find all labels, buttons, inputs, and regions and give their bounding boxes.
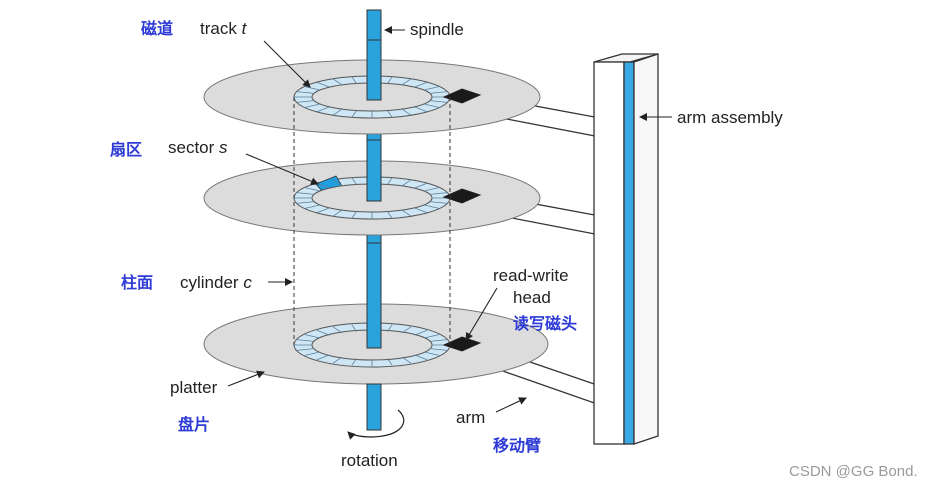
sector-divider [304, 103, 321, 108]
sector-divider [304, 204, 321, 209]
sector-divider [401, 356, 412, 364]
sector-divider [296, 91, 315, 94]
sector-divider [387, 110, 393, 118]
watermark: CSDN @GG Bond. [789, 463, 918, 480]
label-spindle: spindle [410, 20, 464, 39]
leader-lines [227, 26, 672, 413]
label-rotation: rotation [341, 451, 398, 470]
sector-divider [296, 348, 315, 351]
sector-divider [414, 182, 428, 189]
sector-divider [296, 339, 315, 342]
label-platter: platter [170, 378, 218, 397]
platter-middle [203, 139, 541, 236]
sector-divider [414, 207, 428, 214]
label-platter-cn: 盘片 [178, 415, 210, 434]
sector-divider [423, 86, 440, 91]
label-head-cn: 读写磁头 [513, 314, 577, 333]
sector-divider [414, 354, 428, 361]
sector-divider [296, 100, 315, 103]
label-arm-assembly: arm assembly [677, 108, 783, 127]
sector-divider [351, 76, 357, 84]
sector-divider [414, 81, 428, 88]
sector-divider [429, 91, 448, 94]
sector-divider [423, 187, 440, 192]
sector-divider [332, 209, 343, 217]
sector-divider [332, 108, 343, 116]
sector-divider [316, 106, 330, 113]
sector-divider [401, 108, 412, 116]
sector-divider [296, 192, 315, 195]
sector-divider [429, 201, 448, 204]
label-track: track t [200, 19, 248, 38]
sector-divider [401, 179, 412, 187]
sector-divider [304, 187, 321, 192]
label-track-cn: 磁道 [141, 19, 173, 38]
label-cylinder: cylinder c [180, 273, 252, 292]
sector-divider [387, 76, 393, 84]
sector-divider [429, 339, 448, 342]
sector-divider [387, 358, 393, 366]
label-sector: sector s [168, 138, 228, 157]
platter-bottom [203, 242, 549, 385]
sector-divider [401, 209, 412, 217]
sector-divider [423, 351, 440, 356]
sector-divider [387, 177, 393, 185]
sector-divider [304, 334, 321, 339]
sector-divider [401, 326, 412, 334]
head-middle [442, 188, 482, 204]
sector-divider [414, 106, 428, 113]
sector-divider [387, 211, 393, 219]
sector-divider [316, 182, 330, 189]
sector-divider [351, 110, 357, 118]
sector-divider [423, 103, 440, 108]
spindle-lower [366, 383, 382, 431]
rotation-arrow [347, 409, 405, 440]
sector-divider [351, 324, 357, 332]
label-read-write: read-write [493, 266, 569, 285]
cylinder-outline [293, 97, 451, 345]
sector-divider [401, 78, 412, 86]
sector-divider [429, 348, 448, 351]
sector-divider [316, 354, 330, 361]
sector-divider [304, 351, 321, 356]
head-top [442, 88, 482, 104]
label-head: head [513, 288, 551, 307]
sector-divider [351, 211, 357, 219]
sector-divider [332, 78, 343, 86]
sector-divider [296, 201, 315, 204]
sector-divider [429, 100, 448, 103]
sector-divider [351, 358, 357, 366]
label-arm: arm [456, 408, 485, 427]
sector-divider [332, 179, 343, 187]
label-sector-cn: 扇区 [110, 140, 142, 159]
sector-divider [423, 204, 440, 209]
platter-top [203, 39, 541, 135]
arm-assembly-column [593, 53, 659, 445]
sector-divider [316, 81, 330, 88]
sector-divider [414, 329, 428, 336]
sector-divider [316, 207, 330, 214]
sector-divider [316, 329, 330, 336]
sector-divider [332, 356, 343, 364]
label-arm-cn: 移动臂 [493, 436, 541, 455]
sector-divider [429, 192, 448, 195]
sector-divider [332, 326, 343, 334]
sector-divider [387, 324, 393, 332]
sector-divider [423, 334, 440, 339]
label-cylinder-cn: 柱面 [121, 273, 153, 292]
sector-divider [351, 177, 357, 185]
